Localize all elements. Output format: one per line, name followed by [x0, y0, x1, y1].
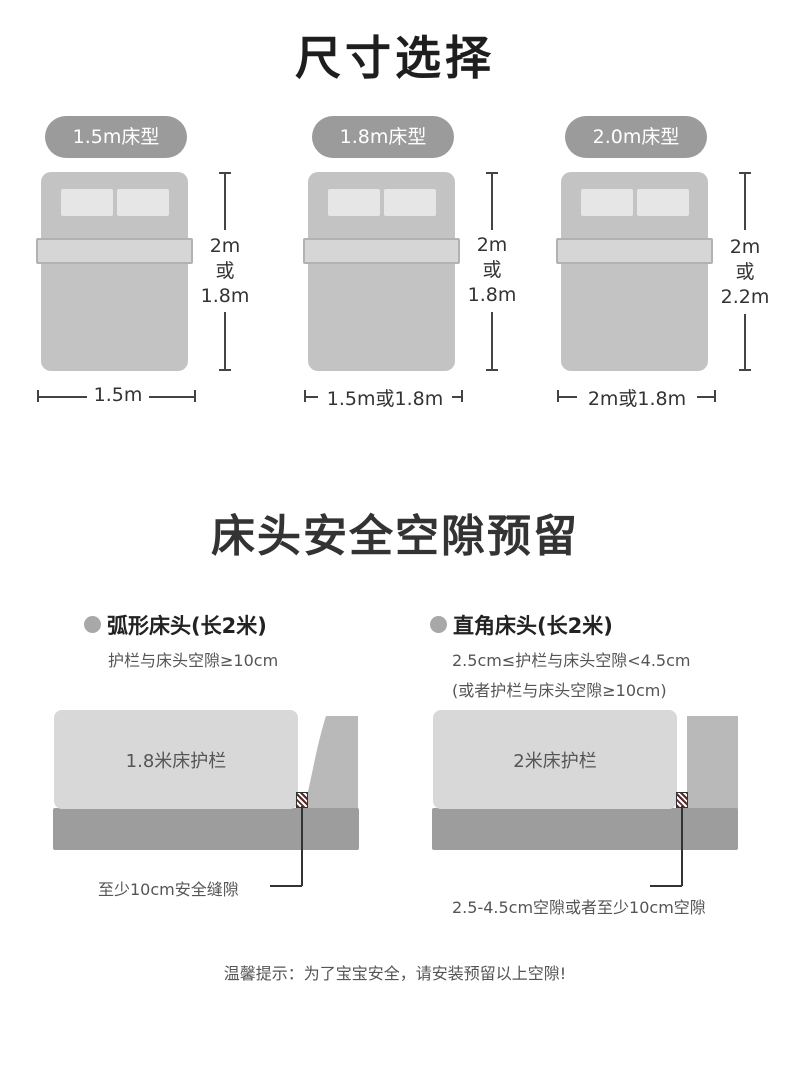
- bed-rail: 2米床护栏: [433, 710, 677, 809]
- width-dimension-line: [697, 396, 715, 398]
- length-or: 或: [215, 260, 235, 282]
- width-dimension-line: [304, 396, 318, 398]
- blanket: [303, 238, 460, 264]
- width-label: 1.5m: [93, 384, 143, 406]
- dimension-cap: [194, 390, 196, 402]
- blanket: [556, 238, 713, 264]
- dimension-cap: [219, 369, 231, 371]
- dimension-cap: [486, 369, 498, 371]
- square-headboard-heading: 直角床头(长2米): [453, 614, 613, 638]
- length-value: 1.8m: [200, 285, 250, 307]
- length-value: 2m: [476, 234, 508, 256]
- pillow: [117, 189, 169, 216]
- width-dimension-line: [37, 396, 87, 398]
- length-or: 或: [482, 259, 502, 281]
- curved-headboard: [302, 716, 358, 812]
- bed-type-pill: 1.5m床型: [45, 116, 187, 158]
- length-dimension-line: [744, 314, 746, 370]
- width-label: 2m或1.8m: [587, 388, 687, 410]
- dimension-cap: [461, 390, 463, 402]
- square-headboard: [687, 716, 738, 812]
- bed-rail: 1.8米床护栏: [54, 710, 298, 809]
- pillow: [61, 189, 113, 216]
- bullet-dot: [84, 616, 101, 633]
- length-label: 2m 或 1.8m: [460, 233, 524, 308]
- width-label: 1.5m或1.8m: [326, 388, 444, 410]
- curved-headboard-desc: 护栏与床头空隙≥10cm: [108, 651, 279, 670]
- size-section-title: 尺寸选择: [295, 31, 495, 85]
- length-value: 2m: [729, 236, 761, 258]
- length-label: 2m 或 2.2m: [713, 235, 777, 310]
- square-headboard-desc-alt: (或者护栏与床头空隙≥10cm): [452, 681, 667, 700]
- bed-illustration: [308, 172, 455, 371]
- pillow: [384, 189, 436, 216]
- pillow: [581, 189, 633, 216]
- length-value: 2m: [209, 235, 241, 257]
- length-label: 2m 或 1.8m: [193, 234, 257, 309]
- annotation-leader: [301, 806, 303, 886]
- gap-annotation: 至少10cm安全缝隙: [98, 880, 239, 899]
- length-dimension-line: [491, 312, 493, 370]
- curved-headboard-heading: 弧形床头(长2米): [107, 614, 267, 638]
- annotation-leader: [650, 885, 682, 887]
- width-dimension-line: [557, 396, 577, 398]
- bed-illustration: [41, 172, 188, 371]
- length-dimension-line: [224, 172, 226, 230]
- gap-section-title: 床头安全空隙预留: [211, 511, 579, 562]
- dimension-cap: [714, 390, 716, 402]
- blanket: [36, 238, 193, 264]
- bed-base: [53, 808, 359, 850]
- length-value: 1.8m: [467, 284, 517, 306]
- square-headboard-desc: 2.5cm≤护栏与床头空隙<4.5cm: [452, 651, 691, 670]
- safety-tip: 温馨提示：为了宝宝安全，请安装预留以上空隙!: [223, 964, 567, 983]
- length-dimension-line: [744, 172, 746, 230]
- annotation-leader: [681, 806, 683, 886]
- length-dimension-line: [224, 312, 226, 370]
- pillow: [328, 189, 380, 216]
- length-value: 2.2m: [720, 286, 770, 308]
- length-dimension-line: [491, 172, 493, 230]
- width-dimension-line: [452, 396, 462, 398]
- bullet-dot: [430, 616, 447, 633]
- bed-type-pill: 1.8m床型: [312, 116, 454, 158]
- bed-illustration: [561, 172, 708, 371]
- pillow: [637, 189, 689, 216]
- bed-base: [432, 808, 738, 850]
- width-dimension-line: [149, 396, 195, 398]
- annotation-leader: [270, 885, 302, 887]
- gap-annotation: 2.5-4.5cm空隙或者至少10cm空隙: [452, 898, 706, 917]
- length-or: 或: [735, 261, 755, 283]
- dimension-cap: [739, 369, 751, 371]
- bed-type-pill: 2.0m床型: [565, 116, 707, 158]
